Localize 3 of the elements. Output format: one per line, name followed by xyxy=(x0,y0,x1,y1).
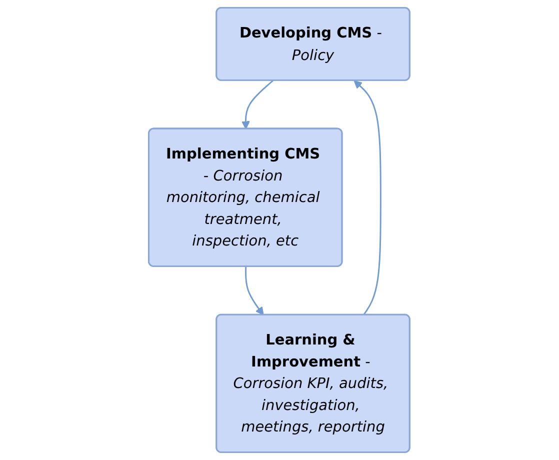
arrow xyxy=(354,80,382,316)
arrow xyxy=(242,80,274,130)
arrow xyxy=(245,266,264,316)
